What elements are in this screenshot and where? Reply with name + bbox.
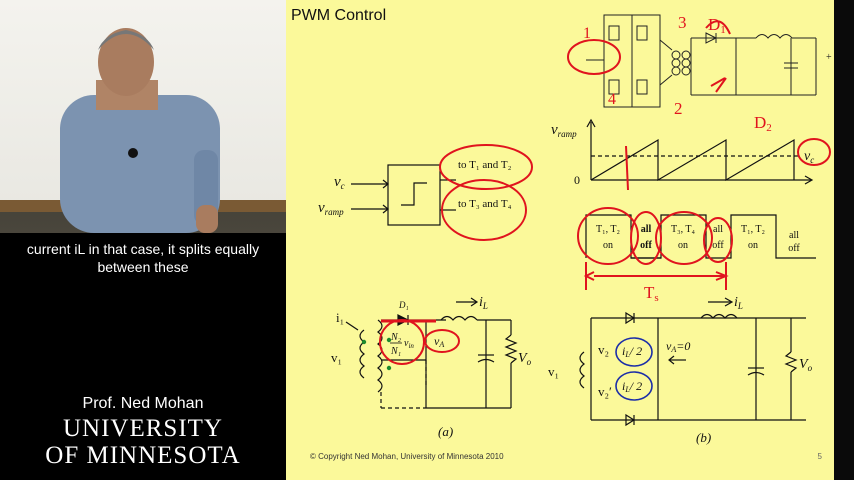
state-labels: T₁, T₂ on all off T₃, T₄ on all off T₁, … xyxy=(596,224,800,254)
annot-4: 4 xyxy=(608,91,616,108)
state-4-line1: all xyxy=(713,224,723,235)
comparator-vramp-label: vramp xyxy=(318,200,344,217)
comparator-annotations xyxy=(439,144,533,241)
circuit-a-n2: N₂ xyxy=(390,332,402,343)
slide-drawing: + 1 3 4 2 D1 D2 vc vramp to T₁ and T₂ to… xyxy=(318,13,832,445)
state-4-line2: off xyxy=(712,240,724,251)
circuit-a-va: vA xyxy=(434,334,444,349)
lecturer-figure xyxy=(60,28,220,233)
right-edge xyxy=(834,0,854,480)
circuit-a-n1: N₁ xyxy=(390,346,401,357)
circuit-b-vo: Vo xyxy=(799,357,813,373)
bridge-circuit xyxy=(586,14,817,108)
state-6-line1: all xyxy=(789,230,799,241)
circuit-b-half2: iL/ 2 xyxy=(622,379,642,394)
ramp-ylabel: vramp xyxy=(551,122,577,139)
circuit-a xyxy=(345,297,518,409)
university-name-line1: UNIVERSITY xyxy=(63,415,223,442)
circuit-b-v2p: v₂′ xyxy=(598,384,612,399)
bridge-annotations xyxy=(567,20,731,93)
slide: PWM Control + xyxy=(286,0,834,480)
state-2-line2: off xyxy=(640,240,652,251)
comparator-block xyxy=(351,164,456,226)
circuit-b-v1: v₁ xyxy=(548,364,559,379)
university-name-line2: OF MINNESOTA xyxy=(45,442,241,469)
annot-ts: Ts xyxy=(644,283,659,304)
state-1-line2: on xyxy=(603,240,613,251)
circuit-b-caption: (b) xyxy=(696,430,711,445)
state-6-line2: off xyxy=(788,243,800,254)
annot-d2: D2 xyxy=(754,113,772,134)
circuit-b-annotations xyxy=(615,337,653,401)
annot-3: 3 xyxy=(678,13,687,32)
annot-d1: D1 xyxy=(708,15,726,36)
annot-1: 1 xyxy=(583,25,591,42)
caption-line-2: between these xyxy=(97,259,189,275)
comparator-vc-label: vc xyxy=(334,174,345,191)
circuit-a-v1: v₁ xyxy=(331,350,342,365)
closed-caption: current iL in that case, it splits equal… xyxy=(0,240,286,276)
lecture-video xyxy=(0,0,286,233)
comparator-out1-label: to T₁ and T₂ xyxy=(458,159,512,171)
state-2-line1: all xyxy=(641,224,652,235)
state-5-line1: T₁, T₂ xyxy=(741,224,765,235)
circuit-a-vin: vin xyxy=(404,338,414,350)
state-timeline xyxy=(585,214,816,259)
bridge-vo-label: + xyxy=(826,52,832,63)
caption-line-1: current iL in that case, it splits equal… xyxy=(26,241,260,257)
professor-name: Prof. Ned Mohan xyxy=(82,395,204,412)
credit-block: Prof. Ned Mohan UNIVERSITY OF MINNESOTA xyxy=(0,395,286,469)
annot-2: 2 xyxy=(674,99,683,118)
ramp-vc-label: vc xyxy=(804,149,814,165)
circuit-a-annotations xyxy=(379,319,460,365)
ramp-waveform xyxy=(586,118,814,185)
state-annotations xyxy=(577,207,733,290)
circuit-a-vo: Vo xyxy=(518,351,532,367)
ramp-zero-label: 0 xyxy=(574,173,580,187)
circuit-b-va: vA=0 xyxy=(666,339,690,354)
circuit-b-half1: iL/ 2 xyxy=(622,344,642,359)
circuit-a-d1: D₁ xyxy=(398,300,409,310)
state-1-line1: T₁, T₂ xyxy=(596,224,620,235)
circuit-b xyxy=(579,297,806,427)
slide-copyright: © Copyright Ned Mohan, University of Min… xyxy=(310,452,504,461)
state-3-line1: T₃, T₄ xyxy=(671,224,696,235)
circuit-b-il: iL xyxy=(734,295,743,311)
circuit-a-caption: (a) xyxy=(438,424,453,439)
circuit-b-v2: v₂ xyxy=(598,342,609,357)
state-3-line2: on xyxy=(678,240,688,251)
slide-title: PWM Control xyxy=(291,7,387,24)
comparator-out2-label: to T₃ and T₄ xyxy=(458,198,512,210)
circuit-a-il: iL xyxy=(479,295,488,311)
slide-page-number: 5 xyxy=(817,452,822,461)
circuit-a-i1: i₁ xyxy=(336,310,344,325)
state-5-line2: on xyxy=(748,240,758,251)
